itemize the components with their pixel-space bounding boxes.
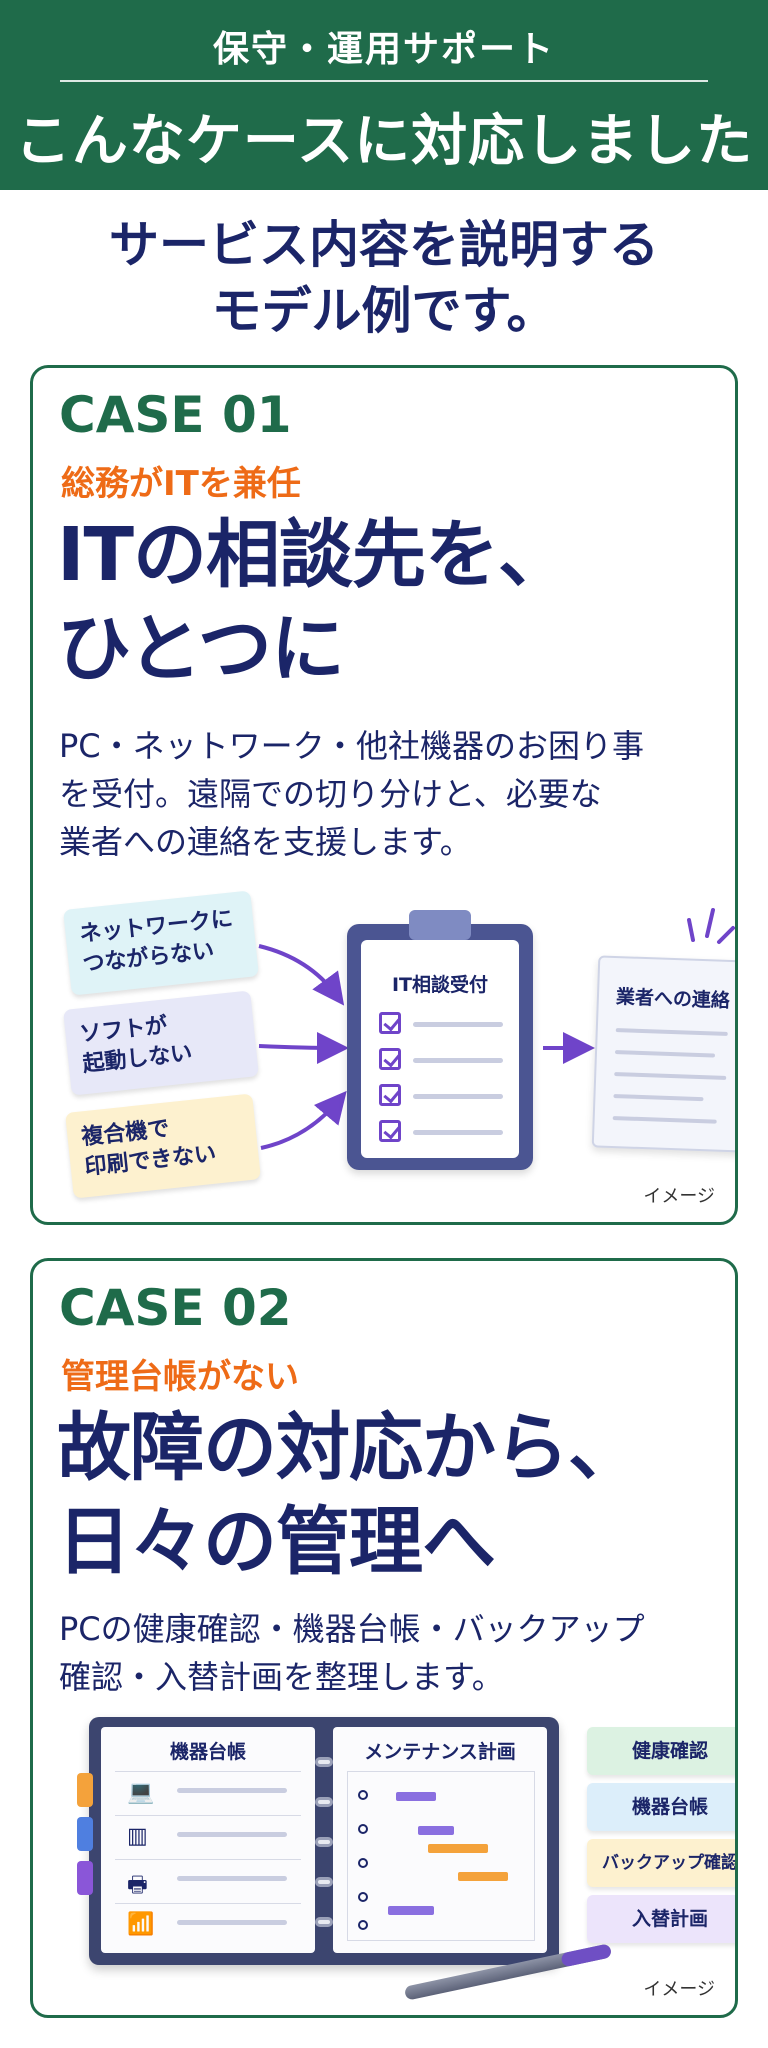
alert-rays-icon	[687, 908, 735, 944]
server-icon: ▥	[127, 1824, 148, 1849]
image-caption: イメージ	[643, 1186, 715, 1207]
intro-line-2: モデル例です。	[211, 282, 557, 340]
checkbox-icon	[379, 1084, 401, 1106]
case-02-illustration: 機器台帳 💻 ▥ 🖶 📶	[47, 1717, 735, 2007]
intro-line-1: サービス内容を説明する	[109, 216, 659, 274]
gantt-bar	[396, 1792, 436, 1801]
header-small-title: 保守・運用サポート	[212, 29, 555, 70]
binder-ring	[315, 1877, 333, 1887]
text-line	[413, 1022, 503, 1027]
circle-icon	[358, 1892, 368, 1902]
case-01-illustration: ネットワークに つながらない ソフトが 起動しない 複合機で 印刷できない	[47, 888, 735, 1208]
page-header: 保守・運用サポート こんなケースに対応しました	[0, 0, 768, 190]
arrows-to-clipboard-icon	[258, 944, 595, 1150]
binder-tab	[77, 1817, 93, 1851]
text-line	[177, 1920, 287, 1925]
case-headline: ITの相談先を、 ひとつに	[57, 508, 572, 696]
case-subtitle: 管理台帳がない	[61, 1357, 299, 1397]
text-line	[612, 1116, 717, 1124]
checkbox-icon	[379, 1012, 401, 1034]
text-line	[614, 1050, 716, 1058]
case-headline-line-1: ITの相談先を、	[57, 512, 572, 598]
gantt-grid	[347, 1771, 535, 1941]
case-headline-line-2: 日々の管理へ	[57, 1499, 496, 1585]
device-row: ▥	[115, 1815, 301, 1855]
intro-text: サービス内容を説明する モデル例です。	[0, 212, 768, 344]
binder: 機器台帳 💻 ▥ 🖶 📶	[77, 1717, 559, 1965]
circle-icon	[358, 1920, 368, 1930]
text-line	[614, 1072, 727, 1080]
binder-ring	[315, 1837, 333, 1847]
clipboard: IT相談受付	[347, 910, 533, 1170]
case-headline-line-2: ひとつに	[57, 606, 345, 692]
text-line	[177, 1832, 287, 1837]
text-line	[613, 1094, 704, 1102]
plan-title: メンテナンス計画	[364, 1741, 516, 1763]
device-row: 💻	[115, 1771, 301, 1811]
clipboard-clamp	[409, 910, 471, 940]
text-line	[413, 1094, 503, 1099]
binder-tab	[77, 1861, 93, 1895]
text-line	[177, 1788, 287, 1793]
document-title: 業者への連絡	[615, 986, 731, 1013]
ledger-title: 機器台帳	[169, 1741, 246, 1763]
device-row: 📶	[115, 1903, 301, 1943]
clipboard-paper: IT相談受付	[361, 940, 519, 1158]
case-body: PC・ネットワーク・他社機器のお困り事 を受付。遠隔での切り分けと、必要な 業者…	[59, 722, 644, 866]
text-line	[413, 1130, 503, 1135]
binder-ring	[315, 1797, 333, 1807]
header-big-title: こんなケースに対応しました	[14, 109, 754, 174]
circle-icon	[358, 1858, 368, 1868]
case-label: CASE 02	[59, 1279, 292, 1337]
case-card-01: CASE 01 総務がITを兼任 ITの相談先を、 ひとつに PC・ネットワーク…	[30, 365, 738, 1225]
image-caption: イメージ	[643, 1979, 715, 2000]
gantt-bar	[388, 1906, 434, 1915]
ledger-page: 機器台帳 💻 ▥ 🖶 📶	[101, 1727, 315, 1953]
wifi-icon: 📶	[127, 1912, 155, 1937]
clipboard-title: IT相談受付	[391, 974, 489, 996]
circle-icon	[358, 1790, 368, 1800]
checkbox-icon	[379, 1048, 401, 1070]
case-label: CASE 01	[59, 386, 292, 444]
case-body: PCの健康確認・機器台帳・バックアップ 確認・入替計画を整理します。	[59, 1605, 645, 1701]
laptop-icon: 💻	[127, 1780, 155, 1805]
header-divider	[60, 80, 708, 82]
contact-document: 業者への連絡	[591, 955, 735, 1153]
case-body-line-1: PC・ネットワーク・他社機器のお困り事	[59, 727, 645, 765]
text-line	[615, 1028, 728, 1036]
case-body-line-2: を受付。遠隔での切り分けと、必要な	[59, 775, 602, 813]
label-sticky: 入替計画	[587, 1895, 735, 1943]
text-line	[177, 1876, 287, 1881]
case-card-02: CASE 02 管理台帳がない 故障の対応から、 日々の管理へ PCの健康確認・…	[30, 1258, 738, 2018]
case-body-line-2: 確認・入替計画を整理します。	[59, 1658, 504, 1696]
label-sticky: バックアップ確認	[587, 1839, 735, 1887]
gantt-bar	[418, 1826, 454, 1835]
gantt-bar	[428, 1844, 488, 1853]
case-subtitle: 総務がITを兼任	[61, 464, 301, 504]
gantt-bar	[458, 1872, 508, 1881]
case-headline: 故障の対応から、 日々の管理へ	[57, 1401, 642, 1589]
case-body-line-1: PCの健康確認・機器台帳・バックアップ	[59, 1610, 645, 1648]
binder-tab	[77, 1773, 93, 1807]
label-sticky: 健康確認	[587, 1727, 735, 1775]
case-body-line-3: 業者への連絡を支援します。	[59, 823, 472, 861]
device-row: 🖶	[115, 1859, 301, 1899]
checkbox-icon	[379, 1120, 401, 1142]
binder-ring	[315, 1757, 333, 1767]
binder-ring	[315, 1917, 333, 1927]
text-line	[413, 1058, 503, 1063]
plan-page: メンテナンス計画	[333, 1727, 547, 1953]
case-headline-line-1: 故障の対応から、	[57, 1405, 642, 1491]
printer-icon: 🖶	[127, 1873, 148, 1898]
label-sticky: 機器台帳	[587, 1783, 735, 1831]
circle-icon	[358, 1824, 368, 1834]
